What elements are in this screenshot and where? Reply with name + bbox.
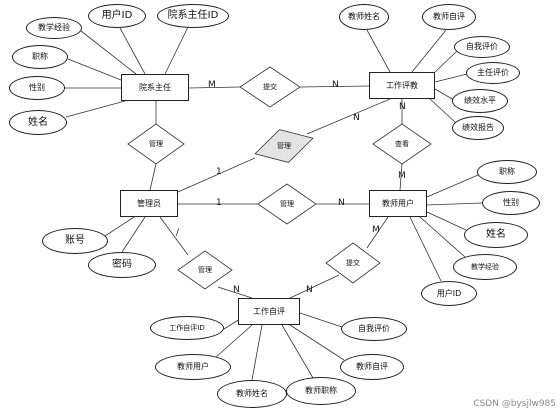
attr-teacher-name: 姓名 bbox=[464, 222, 528, 248]
edge-manage-admin bbox=[149, 163, 157, 191]
rel-submit-self-label: 提交 bbox=[346, 258, 360, 267]
card-manage-self-self: N bbox=[233, 285, 240, 295]
edge-admin-account bbox=[104, 216, 135, 237]
attr-admin-password: 密码 bbox=[88, 252, 156, 278]
entity-evaluation: 工作评教 bbox=[369, 72, 435, 99]
card-dean-submit: M bbox=[208, 80, 216, 90]
diamond-manage-dean bbox=[127, 123, 185, 165]
watermark: CSDN @bysjlw985 bbox=[473, 399, 556, 409]
entity-admin: 管理员 bbox=[120, 190, 178, 217]
rel-submit-top-label: 提交 bbox=[263, 82, 277, 91]
edge-teacher-teaching-exp bbox=[419, 216, 466, 258]
attr-self-eval-teacher-title: 教师职称 bbox=[286, 377, 356, 405]
edge-dean-name bbox=[65, 100, 126, 118]
diamond-submit-top bbox=[239, 66, 301, 108]
attr-teacher-user-id: 用户ID bbox=[421, 281, 477, 306]
edge-submit-teacher bbox=[366, 216, 389, 249]
card-self-submit: N bbox=[306, 285, 313, 295]
edge-dean-title bbox=[67, 58, 122, 81]
rel-view-label: 查看 bbox=[395, 139, 409, 148]
card-manage-eval-eval: N bbox=[353, 113, 360, 123]
edge-teacher-title bbox=[426, 174, 479, 198]
attr-dean-teaching-exp: 教学经验 bbox=[26, 17, 82, 39]
edge-self-eval-teacher-self bbox=[289, 324, 345, 361]
attr-dean-name: 姓名 bbox=[9, 110, 67, 135]
diamond-view bbox=[372, 123, 432, 165]
edge-teacher-gender bbox=[426, 202, 483, 206]
card-view-teacher: M bbox=[398, 171, 406, 181]
edge-self-eval-teacher-user bbox=[214, 324, 253, 359]
attr-self-eval-id: 工作自评ID bbox=[150, 316, 224, 340]
edge-eval-dean-score bbox=[434, 73, 468, 83]
card-submit-eval: N bbox=[332, 80, 339, 90]
diamond-manage-eval bbox=[254, 129, 314, 163]
edge-self-eval-teacher-name bbox=[251, 324, 263, 381]
edge-submit-eval bbox=[299, 85, 370, 88]
attr-teacher-teaching-exp: 教学经验 bbox=[453, 254, 517, 280]
rel-manage-self-label: 管理 bbox=[198, 265, 212, 274]
attr-eval-teacher-name: 教师姓名 bbox=[339, 4, 389, 30]
edge-admin-manage-eval bbox=[177, 157, 256, 193]
card-admin-manage-eval: 1 bbox=[216, 167, 222, 177]
edge-manage-eval-eval bbox=[306, 98, 391, 135]
edge-dean-submit bbox=[188, 86, 241, 89]
attr-eval-teacher-self: 教师自评 bbox=[422, 4, 476, 30]
attr-teacher-gender: 性别 bbox=[482, 191, 540, 215]
attr-dean-title: 职称 bbox=[12, 45, 68, 69]
attr-self-eval-teacher-self: 教师自评 bbox=[340, 354, 404, 380]
edge-self-eval-teacher-title bbox=[281, 324, 314, 379]
edge-eval-teacher-self bbox=[411, 29, 447, 73]
attr-teacher-title: 职称 bbox=[477, 160, 537, 184]
attr-eval-dean-score: 主任评价 bbox=[466, 62, 520, 84]
card-eval-view: N bbox=[399, 102, 406, 112]
edge-dean-id bbox=[164, 26, 189, 75]
rel-manage-teacher-label: 管理 bbox=[280, 199, 294, 208]
edge-eval-teacher-name bbox=[366, 29, 391, 73]
edge-eval-self-score bbox=[432, 50, 458, 75]
rel-manage-eval-label: 管理 bbox=[277, 141, 291, 150]
card-manage-teacher-teacher: N bbox=[338, 198, 345, 208]
card-admin-manage-teacher: 1 bbox=[216, 198, 222, 208]
attr-self-eval-teacher-name: 教师姓名 bbox=[217, 380, 287, 408]
edge-dean-teaching-exp bbox=[80, 30, 137, 75]
edge-self-eval-self-score bbox=[299, 312, 343, 328]
diamond-manage-self bbox=[177, 250, 233, 290]
attr-dean-gender: 性别 bbox=[9, 76, 65, 100]
entity-dean: 院系主任 bbox=[121, 74, 189, 101]
edge-dean-user-id bbox=[119, 27, 146, 75]
edge-manage-self-self bbox=[217, 286, 253, 299]
attr-self-eval-self-score: 自我评价 bbox=[341, 317, 407, 341]
attr-eval-self-score: 自我评价 bbox=[454, 36, 510, 58]
edge-view-teacher bbox=[399, 163, 403, 191]
edge-admin-manage-self bbox=[159, 216, 189, 256]
attr-self-eval-teacher-user: 教师用户 bbox=[155, 354, 231, 380]
edge-eval-report bbox=[429, 98, 457, 124]
card-admin-manage-self: / bbox=[176, 228, 180, 238]
card-submit-teacher: M bbox=[372, 225, 380, 235]
diamond-submit-self bbox=[325, 242, 381, 284]
attr-admin-account: 账号 bbox=[42, 228, 108, 254]
edge-teacher-name bbox=[426, 211, 467, 231]
attr-eval-performance: 绩效水平 bbox=[452, 89, 508, 113]
edge-self-submit-self bbox=[289, 274, 340, 299]
attr-dean-id: 院系主任ID bbox=[157, 4, 229, 28]
entity-teacher-user: 教师用户 bbox=[369, 190, 427, 217]
edge-eval-performance bbox=[434, 88, 455, 101]
attr-dean-user-id: 用户ID bbox=[88, 4, 146, 28]
diamond-manage-teacher bbox=[257, 183, 317, 225]
edge-teacher-user-id bbox=[409, 216, 442, 282]
entity-self-eval: 工作自评 bbox=[238, 298, 300, 325]
edge-admin-password bbox=[121, 216, 146, 253]
rel-manage-dean-label: 管理 bbox=[149, 139, 163, 148]
attr-eval-report: 绩效报告 bbox=[452, 116, 504, 140]
edge-self-eval-id bbox=[223, 318, 241, 330]
